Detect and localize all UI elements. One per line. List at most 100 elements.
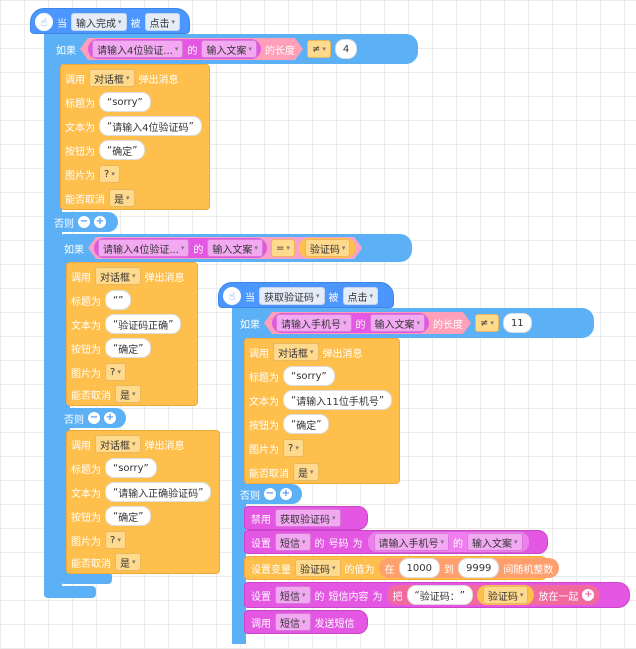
- button-input[interactable]: “确定”: [105, 506, 152, 526]
- property-getter[interactable]: 请输入4位验证...▾ 的 输入文案▾: [94, 238, 267, 258]
- set-sms-content-block[interactable]: 设置 短信▾ 的 短信内容 为 把 “验证码：” 验证码▾ 放在一起 +: [244, 582, 630, 608]
- variable-getter[interactable]: 验证码▾: [299, 238, 357, 258]
- button-input[interactable]: “确定”: [105, 338, 152, 358]
- property-dropdown[interactable]: 输入文案▾: [201, 40, 257, 58]
- property-getter[interactable]: 请输入4位验证...▾ 的 输入文案▾: [88, 39, 261, 59]
- chevron-down-icon: ▾: [310, 468, 314, 476]
- chevron-down-icon: ▾: [180, 244, 185, 252]
- button-label: 按钮为: [71, 344, 101, 356]
- text-input[interactable]: “验证码正确”: [105, 314, 182, 334]
- call-label: 调用: [71, 272, 91, 284]
- chevron-down-icon: ▾: [519, 591, 524, 599]
- text-input[interactable]: “请输入正确验证码”: [105, 482, 212, 502]
- if1-block[interactable]: 如果 请输入4位验证...▾ 的 输入文案▾ 的长度 ≠▾ 4: [52, 34, 418, 64]
- component-dropdown[interactable]: 获取验证码▾: [275, 509, 341, 527]
- dialog3-block[interactable]: 调用 对话框▾ 弹出消息 标题为“sorry” 文本为“请输入正确验证码” 按钮…: [66, 430, 220, 574]
- set-sms-number-block[interactable]: 设置 短信▾ 的 号码 为 请输入手机号▾ 的 输入文案▾: [244, 530, 548, 554]
- if2-foot: [60, 572, 112, 584]
- text-input[interactable]: “请输入4位验证码”: [99, 116, 202, 136]
- text-label: 文本为: [71, 320, 101, 332]
- component-dropdown[interactable]: 对话框▾: [89, 69, 135, 87]
- chevron-down-icon: ▾: [117, 368, 121, 376]
- variable-dropdown[interactable]: 验证码▾: [295, 559, 341, 577]
- length-expression[interactable]: 请输入手机号▾ 的 输入文案▾ 的长度: [264, 312, 471, 334]
- event-dropdown[interactable]: 点击▾: [342, 287, 379, 305]
- string-input[interactable]: “验证码：”: [406, 585, 473, 605]
- component-dropdown[interactable]: 短信▾: [275, 586, 311, 604]
- component-dropdown[interactable]: 对话框▾: [95, 435, 141, 453]
- cancelable-dropdown[interactable]: 是▾: [115, 553, 141, 571]
- equals-expression[interactable]: 请输入4位验证...▾ 的 输入文案▾ =▾ 验证码▾: [88, 237, 362, 259]
- component-dropdown[interactable]: 输入完成▾: [71, 13, 127, 31]
- button-input[interactable]: “确定”: [99, 140, 146, 160]
- property-dropdown[interactable]: 输入文案▾: [467, 533, 523, 551]
- dialog4-block[interactable]: 调用 对话框▾ 弹出消息 标题为“sorry” 文本为“请输入11位手机号” 按…: [244, 338, 400, 484]
- max-input[interactable]: 9999: [457, 558, 500, 578]
- title-input[interactable]: “sorry”: [283, 366, 335, 386]
- title-input[interactable]: “”: [105, 290, 132, 310]
- image-dropdown[interactable]: ?▾: [99, 165, 120, 183]
- event1-hat-block[interactable]: ☝ 当 输入完成▾ 被 点击▾: [30, 8, 190, 34]
- component-dropdown[interactable]: 获取验证码▾: [259, 287, 325, 305]
- plus-icon[interactable]: +: [94, 216, 106, 228]
- of-label: 的: [453, 538, 464, 550]
- property-dropdown[interactable]: 输入文案▾: [207, 239, 263, 257]
- variable-dropdown[interactable]: 验证码▾: [305, 239, 351, 257]
- min-input[interactable]: 1000: [398, 558, 440, 578]
- event-dropdown[interactable]: 点击▾: [144, 13, 181, 31]
- operator-dropdown[interactable]: ≠▾: [475, 314, 499, 332]
- cancelable-dropdown[interactable]: 是▾: [109, 189, 135, 207]
- cancelable-dropdown[interactable]: 是▾: [293, 463, 319, 481]
- title-input[interactable]: “sorry”: [105, 458, 157, 478]
- component-dropdown[interactable]: 请输入4位验证...▾: [92, 40, 183, 58]
- random-integer-expression[interactable]: 在 1000 到 9999 间随机整数: [378, 558, 560, 578]
- component-dropdown[interactable]: 短信▾: [275, 533, 311, 551]
- operator-dropdown[interactable]: ≠▾: [306, 40, 331, 58]
- length-expression[interactable]: 请输入4位验证...▾ 的 输入文案▾ 的长度: [80, 38, 303, 60]
- property-dropdown[interactable]: 输入文案▾: [370, 314, 426, 332]
- number-input[interactable]: 4: [334, 39, 358, 59]
- variable-getter[interactable]: 验证码▾: [476, 585, 535, 605]
- plus-icon[interactable]: +: [280, 488, 292, 500]
- variable-dropdown[interactable]: 验证码▾: [482, 586, 529, 604]
- image-dropdown[interactable]: ?▾: [105, 531, 126, 549]
- number-input[interactable]: 11: [502, 313, 532, 333]
- component-dropdown[interactable]: 对话框▾: [95, 267, 141, 285]
- component-dropdown[interactable]: 请输入4位验证...▾: [98, 239, 189, 257]
- send-sms-block[interactable]: 调用 短信▾ 发送短信: [244, 610, 368, 634]
- plus-icon[interactable]: +: [104, 412, 116, 424]
- image-label: 图片为: [249, 444, 279, 456]
- operator-dropdown[interactable]: =▾: [271, 239, 295, 257]
- dialog1-block[interactable]: 调用 对话框▾ 弹出消息 标题为“sorry” 文本为“请输入4位验证码” 按钮…: [60, 64, 210, 210]
- plus-icon[interactable]: +: [582, 589, 595, 601]
- minus-icon[interactable]: −: [88, 412, 100, 424]
- chevron-down-icon: ▾: [117, 536, 121, 544]
- component-dropdown[interactable]: 短信▾: [275, 613, 311, 631]
- event2-hat-block[interactable]: ☝ 当 获取验证码▾ 被 点击▾: [218, 282, 394, 308]
- minus-icon[interactable]: −: [78, 216, 90, 228]
- property-getter[interactable]: 请输入手机号▾ 的 输入文案▾: [366, 531, 530, 553]
- chevron-down-icon: ▾: [302, 618, 306, 626]
- value-label: 的值为: [344, 564, 375, 576]
- chevron-down-icon: ▾: [132, 440, 136, 448]
- component-dropdown[interactable]: 请输入手机号▾: [276, 314, 352, 332]
- dialog2-block[interactable]: 调用 对话框▾ 弹出消息 标题为“” 文本为“验证码正确” 按钮为“确定” 图片…: [66, 262, 198, 406]
- cancelable-dropdown[interactable]: 是▾: [115, 385, 141, 403]
- disable-block[interactable]: 禁用 获取验证码▾: [244, 506, 368, 530]
- if1-arm: [52, 62, 62, 214]
- property-getter[interactable]: 请输入手机号▾ 的 输入文案▾: [272, 313, 429, 333]
- set-variable-block[interactable]: 设置变量 验证码▾ 的值为 在 1000 到 9999 间随机整数: [244, 556, 560, 580]
- image-dropdown[interactable]: ?▾: [283, 439, 304, 457]
- of-label: 的: [193, 244, 204, 256]
- title-label: 标题为: [71, 296, 101, 308]
- component-dropdown[interactable]: 对话框▾: [273, 343, 319, 361]
- minus-icon[interactable]: −: [264, 488, 276, 500]
- if2-block[interactable]: 如果 请输入4位验证...▾ 的 输入文案▾ =▾ 验证码▾: [60, 234, 412, 262]
- title-input[interactable]: “sorry”: [99, 92, 151, 112]
- button-input[interactable]: “确定”: [283, 414, 330, 434]
- component-dropdown[interactable]: 请输入手机号▾: [373, 533, 450, 551]
- if3-block[interactable]: 如果 请输入手机号▾ 的 输入文案▾ 的长度 ≠▾ 11: [236, 308, 594, 338]
- image-dropdown[interactable]: ?▾: [105, 363, 126, 381]
- join-expression[interactable]: 把 “验证码：” 验证码▾ 放在一起 +: [386, 585, 601, 605]
- text-input[interactable]: “请输入11位手机号”: [283, 390, 393, 410]
